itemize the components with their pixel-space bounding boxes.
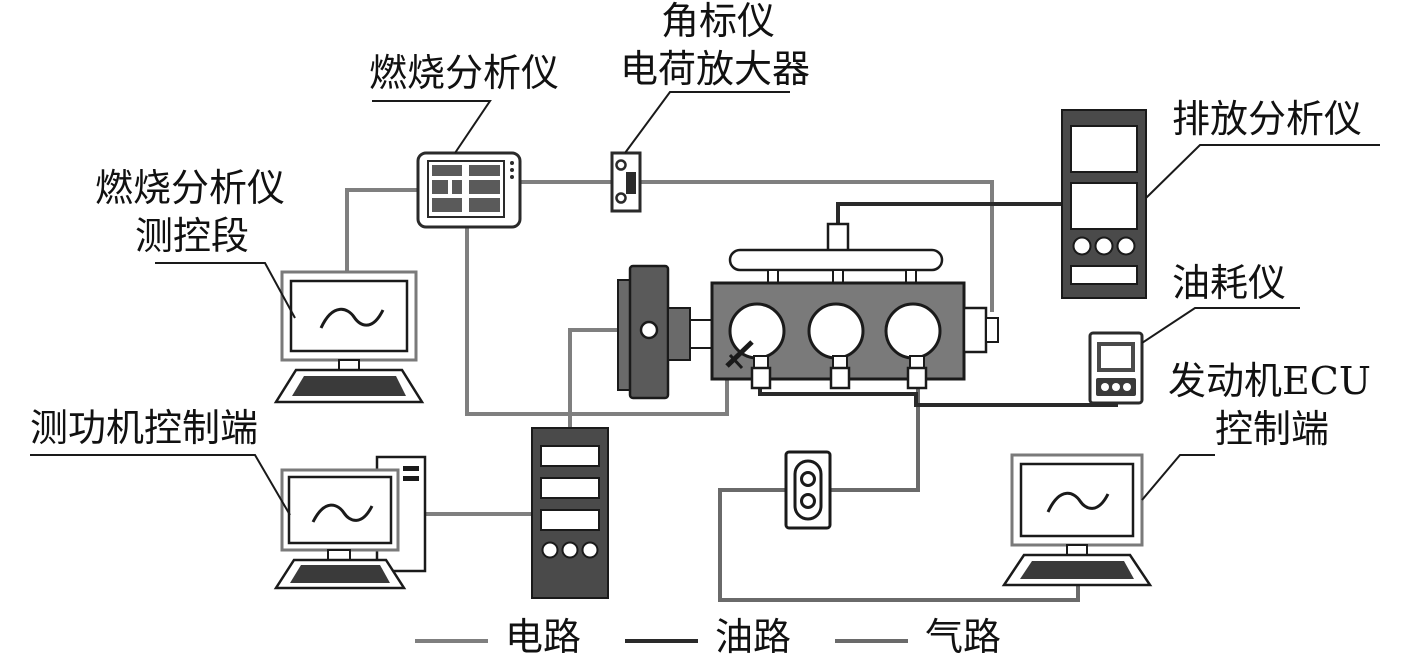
line-intake-to-ecu xyxy=(830,382,920,492)
leader-lines xyxy=(30,91,1380,516)
sine-wave-icon xyxy=(311,503,374,523)
leader-angle-amplifier xyxy=(624,91,790,154)
line-engine-to-fuel-meter xyxy=(758,388,1118,407)
leader-combustion-analyzer xyxy=(372,100,492,154)
line-amplifier-to-engine-sensor xyxy=(640,180,994,312)
label-combustion-control-line2: 测控段 xyxy=(135,214,250,258)
leader-combustion-control xyxy=(155,262,296,319)
combustion-analyzer-device xyxy=(416,151,522,229)
sine-wave-icon xyxy=(1046,491,1110,513)
emission-analyzer-device xyxy=(1061,109,1147,299)
laptop-ecu-control xyxy=(1001,453,1153,587)
charge-amplifier-device xyxy=(610,151,642,213)
label-combustion-analyzer: 燃烧分析仪 xyxy=(369,51,560,95)
legend-label-gas: 气路 xyxy=(925,615,1002,659)
connection-lines xyxy=(345,180,1118,602)
label-fuel-meter: 油耗仪 xyxy=(1172,261,1287,305)
desktop-dyno-control xyxy=(273,455,427,590)
legend-label-oil: 油路 xyxy=(715,615,792,659)
line-engine-to-emission-analyzer xyxy=(836,202,1062,224)
dynamometer-device xyxy=(617,264,713,400)
sine-wave-icon xyxy=(319,307,385,329)
fuel-meter-device xyxy=(1088,331,1144,405)
legend-label-electric: 电路 xyxy=(505,615,582,659)
leader-ecu-control xyxy=(1141,454,1215,501)
label-ecu-line2: 控制端 xyxy=(1215,407,1330,451)
line-dyno-cabinet-to-dyno xyxy=(568,328,630,428)
line-pc-to-combustion-analyzer xyxy=(345,188,418,272)
laptop-combustion-control xyxy=(273,270,425,404)
line-ecu-pc-loop xyxy=(718,488,1080,602)
ecu-unit-device xyxy=(784,450,832,530)
line-combustion-analyzer-to-engine xyxy=(465,228,729,416)
label-ecu-line1: 发动机ECU xyxy=(1168,359,1371,403)
label-emission-analyzer: 排放分析仪 xyxy=(1172,97,1363,141)
leader-emission-analyzer xyxy=(1145,144,1380,199)
leader-dyno-control xyxy=(30,454,291,516)
engine-device xyxy=(710,222,999,390)
label-dyno-control: 测功机控制端 xyxy=(30,406,259,450)
label-angle-indicator: 角标仪 xyxy=(661,0,776,43)
label-charge-amplifier: 电荷放大器 xyxy=(620,47,811,91)
dyno-cabinet-device xyxy=(531,427,609,599)
leader-fuel-meter xyxy=(1141,307,1300,344)
label-combustion-control-line1: 燃烧分析仪 xyxy=(95,166,286,210)
